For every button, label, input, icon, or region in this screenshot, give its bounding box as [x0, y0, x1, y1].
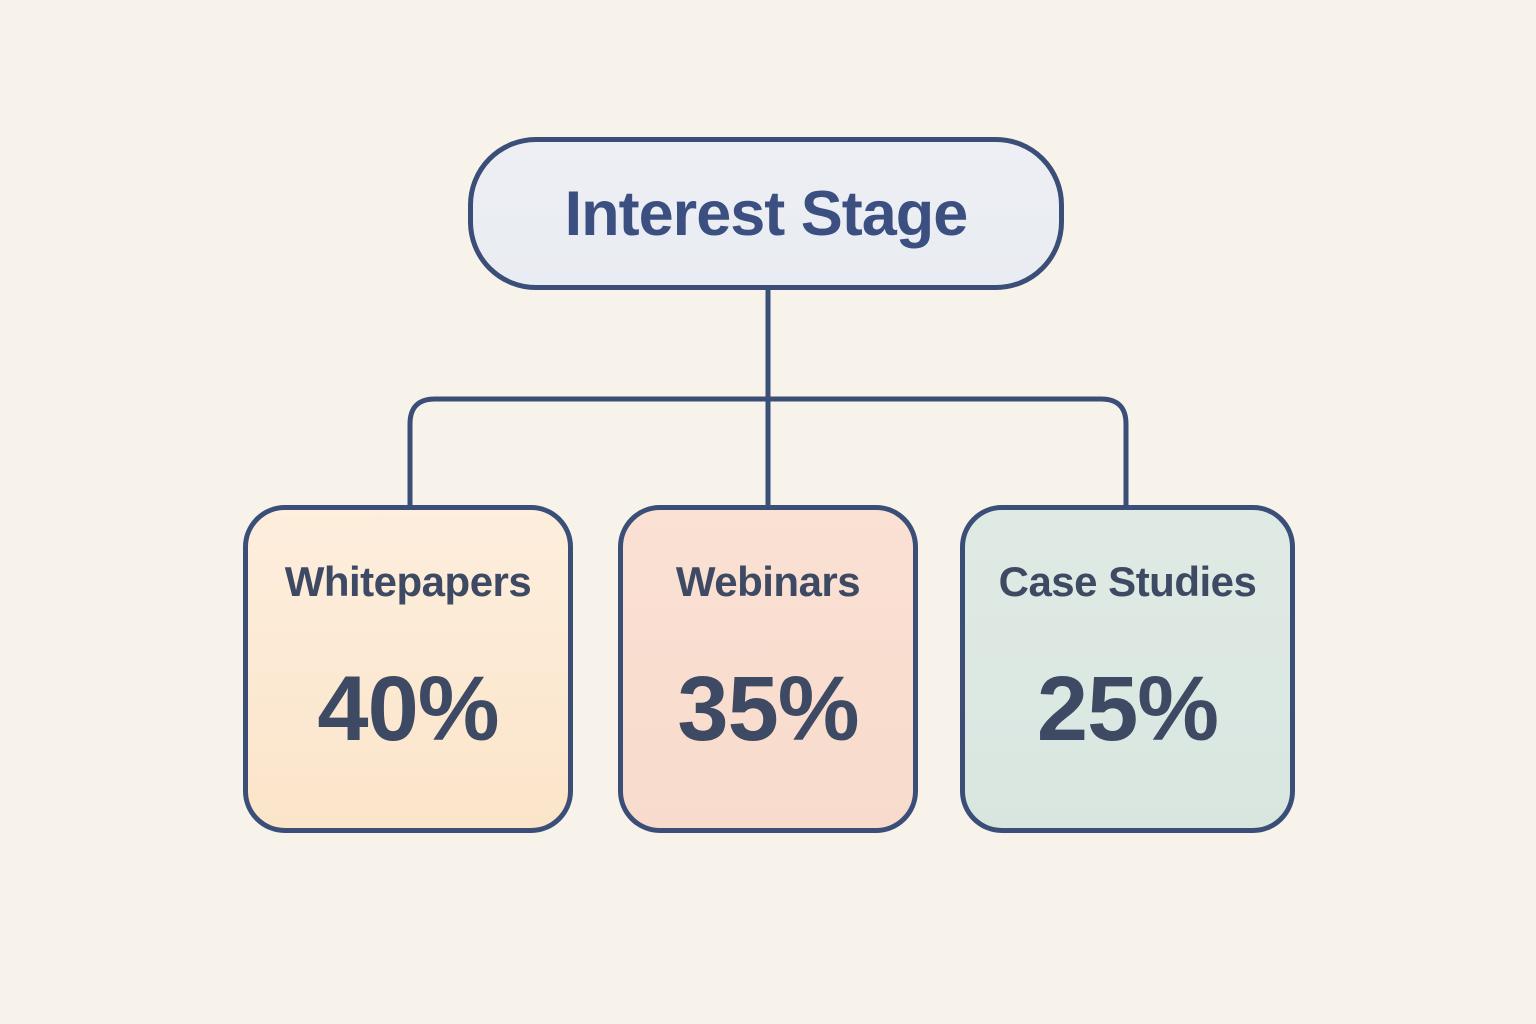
- node-case-studies-value: 25%: [1036, 658, 1219, 761]
- node-webinars-value: 35%: [677, 658, 859, 761]
- node-interest-stage-label: Interest Stage: [564, 178, 969, 249]
- connector-branch-bracket: [407, 396, 1129, 507]
- node-whitepapers-value: 40%: [317, 658, 499, 761]
- node-webinars: Webinars 35%: [618, 505, 918, 833]
- node-whitepapers: Whitepapers 40%: [243, 505, 573, 833]
- node-interest-stage: Interest Stage: [468, 137, 1064, 290]
- node-webinars-label: Webinars: [675, 558, 861, 605]
- node-case-studies-label: Case Studies: [998, 558, 1257, 605]
- node-case-studies: Case Studies 25%: [960, 505, 1295, 833]
- node-whitepapers-label: Whitepapers: [284, 558, 532, 605]
